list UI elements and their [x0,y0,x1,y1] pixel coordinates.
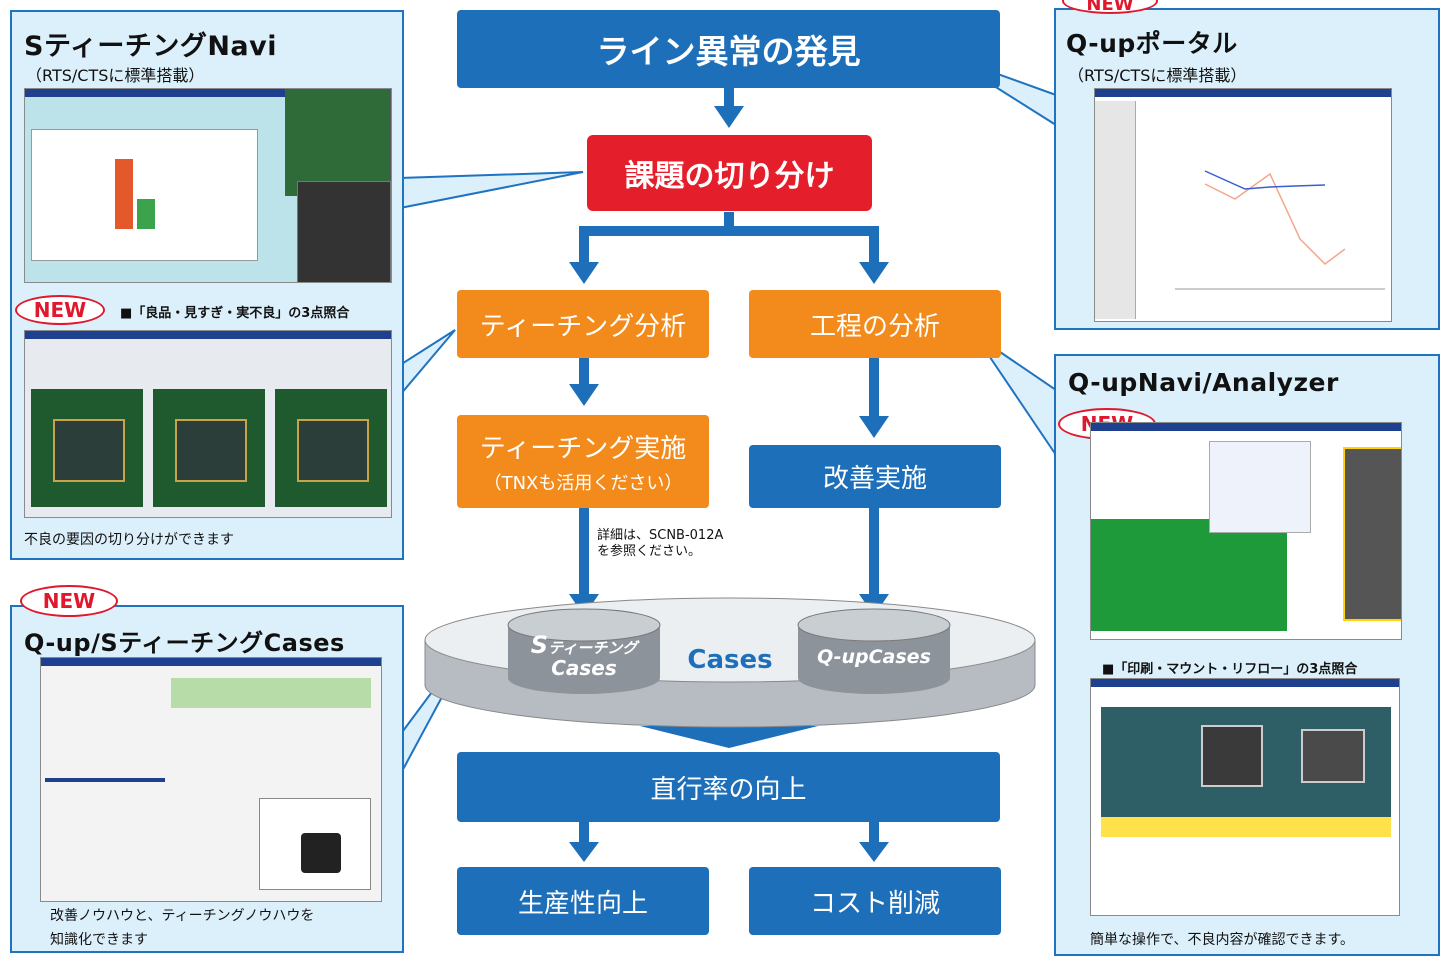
db-cases-label: Cases [687,645,773,675]
cases-caption-line1: 改善ノウハウと、ティーチングノウハウを [50,908,315,924]
productivity-box: 生産性向上 [457,867,709,935]
analyzer-title: Q-upNavi/Analyzer [1068,368,1339,397]
portal-panel: Q-upポータル （RTS/CTSに標準搭載） [1054,8,1440,330]
analyzer-caption: 簡単な操作で、不良内容が確認できます。 [1090,932,1355,948]
cases-title: Q-up/SティーチングCases [24,629,345,657]
navi-compare-screenshot [24,330,392,518]
teaching-analysis-box: ティーチング分析 [457,290,709,358]
cases-caption: 改善ノウハウと、ティーチングノウハウを 知識化できます [50,904,314,952]
navi-screenshot [24,88,392,283]
improvement-exec-label: 改善実施 [822,464,927,494]
yield-up-box: 直行率の向上 [457,752,1000,822]
teaching-analysis-label: ティーチング分析 [479,311,687,342]
s-cases-line1: ティーチング [548,639,638,657]
detail-note-line2: を参照ください。 [597,544,702,559]
s-cases-line2: Cases [551,656,617,680]
line-anomaly-box: ライン異常の発見 [457,10,1000,88]
qup-cases-label: Q-upCases [817,646,931,668]
analyzer-panel: Q-upNavi/Analyzer NEW ■「印刷・マウント・リフロー」の3点… [1054,354,1440,956]
process-analysis-box: 工程の分析 [749,290,1001,358]
steaching-navi-title: SティーチングNavi [24,31,277,62]
callout-wedge-teaching [399,329,456,398]
steaching-navi-subtitle: （RTS/CTSに標準搭載） [26,66,205,85]
process-analysis-label: 工程の分析 [809,311,940,342]
portal-subtitle: （RTS/CTSに標準搭載） [1068,66,1247,85]
s-cases-letter: S [530,631,549,659]
navi-three-point: ■「良品・見すぎ・実不良」の3点照合 [120,306,350,321]
teaching-exec-sublabel: （TNXも活用ください） [483,473,683,494]
issue-split-box: 課題の切り分け [587,135,872,211]
yield-up-label: 直行率の向上 [650,774,807,805]
teaching-exec-box: ティーチング実施 （TNXも活用ください） [457,415,709,508]
steaching-navi-panel: SティーチングNavi （RTS/CTSに標準搭載） NEW ■「良品・見すぎ・… [10,10,404,560]
issue-split-label: 課題の切り分け [624,159,835,194]
cost-cut-box: コスト削減 [749,867,1001,935]
portal-chart [1175,170,1385,290]
navi-caption: 不良の要因の切り分けができます [24,532,234,548]
analyzer-three-point: ■「印刷・マウント・リフロー」の3点照合 [1102,662,1358,677]
teaching-exec-label: ティーチング実施 [479,434,687,464]
analyzer-screenshot [1090,422,1402,640]
analyzer-compare-screenshot [1090,678,1400,916]
portal-title: Q-upポータル [1066,29,1238,58]
cases-caption-line2: 知識化できます [50,932,148,948]
cases-database [424,597,1036,728]
cases-new-badge: NEW [20,585,118,617]
cases-panel: Q-up/SティーチングCases 改善ノウハウと、ティーチングノウハウを 知識… [10,605,404,953]
line-anomaly-label: ライン異常の発見 [596,32,861,71]
improvement-exec-box: 改善実施 [749,445,1001,508]
detail-note-line1: 詳細は、SCNB-012A [597,528,724,543]
portal-screenshot [1094,88,1392,322]
productivity-label: 生産性向上 [517,888,648,919]
navi-new-badge: NEW [15,295,105,325]
callout-wedge-navi [399,171,584,210]
cases-screenshot [40,657,382,902]
cost-cut-label: コスト削減 [809,888,940,919]
s-cases-label: Sティーチング Cases [516,633,652,680]
detail-note: 詳細は、SCNB-012A を参照ください。 [597,528,723,560]
